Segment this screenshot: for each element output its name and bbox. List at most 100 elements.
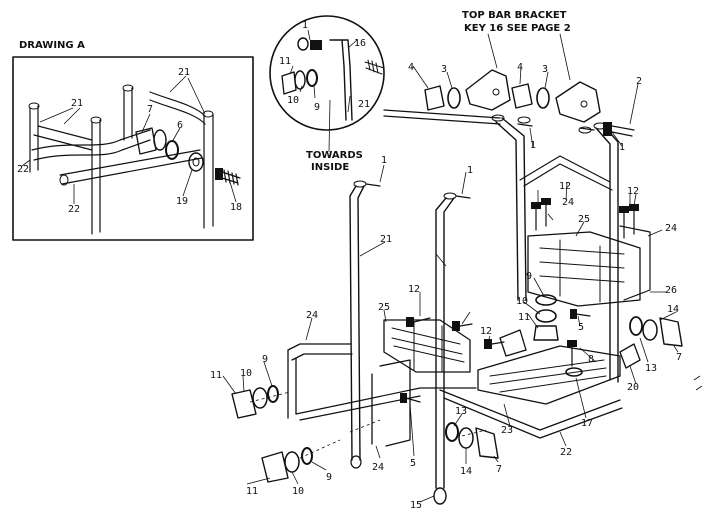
callout-10: 10 <box>287 95 299 106</box>
callout-7: 7 <box>676 352 682 363</box>
bolt-12-head <box>619 206 629 213</box>
nut-14 <box>458 427 474 449</box>
nut-3 <box>447 87 461 109</box>
callout-4: 4 <box>517 62 523 73</box>
drawing-a-frame <box>12 56 254 241</box>
footrest-slats <box>489 359 607 393</box>
callout-20: 20 <box>627 382 639 393</box>
callout-12: 12 <box>627 186 639 197</box>
assembly-guides <box>249 391 487 459</box>
drawing-a-tube-end <box>28 102 40 110</box>
callout-10: 10 <box>240 368 252 379</box>
rear-upright-right <box>595 125 619 383</box>
callout-3: 3 <box>441 64 447 75</box>
rear-upright-left <box>495 117 527 301</box>
detail-circle-outline <box>269 15 385 131</box>
front-leaders <box>222 164 499 503</box>
bolt-5-head <box>400 393 407 403</box>
washer-9 <box>267 385 279 403</box>
callout-25: 25 <box>378 302 390 313</box>
callout-5: 5 <box>410 458 416 469</box>
callout-1: 1 <box>619 142 625 153</box>
bracket-leaders <box>412 65 639 125</box>
callout-26: 26 <box>665 285 677 296</box>
frame-leaders <box>503 127 679 447</box>
bolt-12-head <box>452 321 460 331</box>
detail-cap <box>297 37 309 51</box>
detail-nut <box>294 70 306 90</box>
cap-nut-7 <box>475 427 499 459</box>
callout-6: 6 <box>177 120 183 131</box>
callout-14: 14 <box>667 304 679 315</box>
callout-22: 22 <box>560 447 572 458</box>
top-bar-bracket-note: KEY 16 SEE PAGE 2 <box>464 23 571 34</box>
callout-1: 1 <box>381 155 387 166</box>
bracket-hole <box>580 100 588 108</box>
callout-1: 1 <box>302 20 308 31</box>
callout-4: 4 <box>408 62 414 73</box>
callout-16: 16 <box>354 38 366 49</box>
stub-20 <box>619 343 641 369</box>
callout-15: 15 <box>410 500 422 511</box>
bolt-12-shanks <box>535 203 635 239</box>
drawing-a-bar-top <box>149 91 206 125</box>
callout-11: 11 <box>279 56 291 67</box>
lower-cross-bar <box>295 387 477 421</box>
drawing-a-leaders <box>21 75 237 204</box>
drawing-a-tube-end <box>90 116 102 124</box>
top-bar-bracket-assembly: TOP BAR BRACKET KEY 16 SEE PAGE 2 4 3 4 … <box>383 10 642 137</box>
callout-24: 24 <box>562 197 574 208</box>
top-bracket-left <box>465 69 511 111</box>
drawing-a-washer-19 <box>188 152 204 172</box>
tube-plug <box>365 183 381 187</box>
nut-3 <box>536 87 550 109</box>
drawing-a-tube-end <box>122 84 134 92</box>
front-upright-2 <box>435 197 455 489</box>
callout-25: 25 <box>578 214 590 225</box>
seat-frame-24-left <box>287 343 353 419</box>
tube-end <box>443 192 457 200</box>
callout-23: 23 <box>501 425 513 436</box>
callout-9: 9 <box>262 354 268 365</box>
detail-frame-tube <box>329 39 353 121</box>
drawing-a-nut <box>153 129 167 151</box>
callout-21: 21 <box>71 98 83 109</box>
drawing-a-post-back <box>123 87 133 141</box>
callout-11: 11 <box>518 312 530 323</box>
callout-14: 14 <box>460 466 472 477</box>
drawing-a-bolt-18 <box>221 169 241 186</box>
callout-1: 1 <box>530 140 536 151</box>
callout-3: 3 <box>542 64 548 75</box>
callout-7: 7 <box>147 104 153 115</box>
callout-11: 11 <box>210 370 222 381</box>
top-cross-rod <box>383 109 501 125</box>
footrest-23 <box>477 345 621 405</box>
drawing-a-crossbar <box>33 125 93 151</box>
drawing-a-washer <box>165 140 179 160</box>
callout-21: 21 <box>178 67 190 78</box>
top-bracket-leaders <box>487 33 571 81</box>
callout-9: 9 <box>314 102 320 113</box>
callout-10: 10 <box>516 296 528 307</box>
towards-inside-line1: TOWARDS <box>306 150 363 161</box>
foot-cap-15 <box>433 487 447 505</box>
tube-plugs <box>517 123 595 131</box>
bolt-5 <box>575 313 591 317</box>
bolt-12-head <box>406 317 414 327</box>
callout-24: 24 <box>372 462 384 473</box>
lower-seat-slats <box>391 321 465 373</box>
callout-22: 22 <box>68 204 80 215</box>
tube-end <box>593 122 607 130</box>
nut-14 <box>642 319 658 341</box>
callout-5: 5 <box>578 322 584 333</box>
callout-13: 13 <box>455 406 467 417</box>
callout-21: 21 <box>358 99 370 110</box>
nut-10 <box>535 309 557 323</box>
callout-19: 19 <box>176 196 188 207</box>
drawing-a-tube-end <box>202 110 214 118</box>
callout-12: 12 <box>559 181 571 192</box>
bolt-8-head <box>567 340 577 347</box>
base-frame-22 <box>439 389 623 439</box>
callout-13: 13 <box>645 363 657 374</box>
